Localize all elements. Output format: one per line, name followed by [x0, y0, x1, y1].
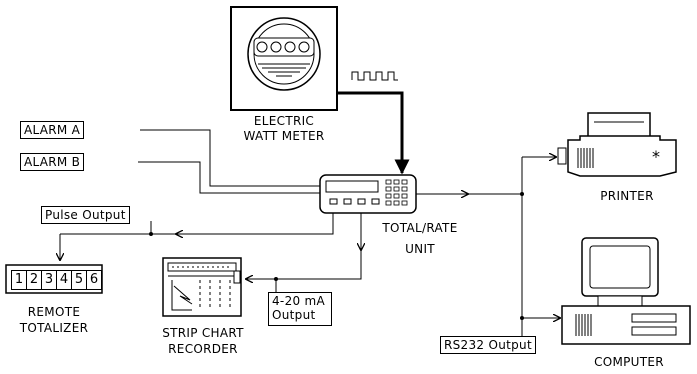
- analog-output-box: 4-20 mA Output: [268, 292, 332, 326]
- rs232-output-box: RS232 Output: [440, 336, 536, 354]
- computer-label: COMPUTER: [594, 355, 664, 369]
- printer-label: PRINTER: [600, 189, 654, 203]
- analog-output-line: [246, 213, 362, 279]
- totalizer-digit: 3: [41, 270, 57, 290]
- strip-chart-recorder-icon: [162, 257, 242, 317]
- totalizer-digit: 4: [56, 270, 72, 290]
- printer-icon: *: [557, 112, 677, 177]
- analog-output-label-line1: 4-20 mA: [272, 294, 326, 308]
- strip-chart-label-line2: RECORDER: [168, 342, 238, 356]
- alarm-a-line: [140, 129, 320, 187]
- watt-meter-icon: [230, 6, 338, 111]
- analog-output-label-line2: Output: [272, 308, 316, 322]
- totalizer-digit: 6: [86, 270, 102, 290]
- alarm-b-line: [138, 161, 320, 194]
- totalizer-digit: 2: [26, 270, 42, 290]
- meter-label-line2: WATT METER: [243, 129, 325, 143]
- pulse-output-box: Pulse Output: [41, 206, 130, 224]
- meter-signal-line: [338, 91, 410, 175]
- total-rate-label-line2: UNIT: [405, 242, 435, 256]
- total-rate-label-line1: TOTAL/RATE: [382, 221, 458, 235]
- pulse-train-icon: [351, 71, 398, 81]
- total-rate-unit-icon: [319, 174, 417, 214]
- alarm-a-box: ALARM A: [20, 121, 85, 139]
- remote-totalizer-label-line2: TOTALIZER: [19, 321, 89, 335]
- remote-totalizer-label-line1: REMOTE: [27, 305, 81, 319]
- totalizer-digit: 1: [11, 270, 27, 290]
- computer-icon: [561, 237, 691, 345]
- totalizer-digit: 5: [71, 270, 87, 290]
- alarm-b-box: ALARM B: [20, 153, 85, 171]
- meter-label-line1: ELECTRIC: [253, 114, 315, 128]
- strip-chart-label-line1: STRIP CHART: [162, 326, 244, 340]
- svg-text:*: *: [652, 147, 660, 166]
